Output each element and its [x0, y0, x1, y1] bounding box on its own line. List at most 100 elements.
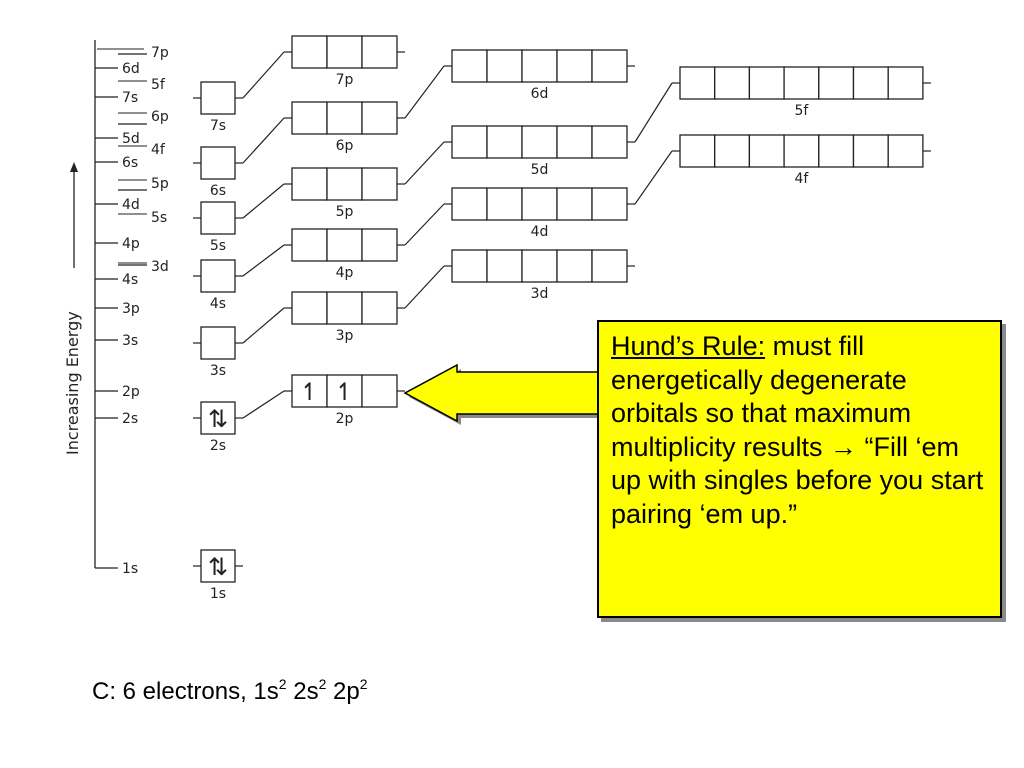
level-label: 6s [122, 155, 138, 171]
callout-body: must fill energetically degenerate orbit… [611, 331, 984, 529]
orbital-label: 7p [336, 72, 354, 88]
axis-arrow [70, 162, 78, 268]
level-2p: 2p [95, 384, 140, 400]
orbital-box [521, 187, 558, 221]
orbital-box [852, 66, 889, 100]
electron-arrows: ↿ [299, 378, 319, 406]
level-label: 5s [151, 210, 167, 226]
level-label: 4p [122, 236, 140, 252]
orbital-3d: 3d [444, 249, 635, 302]
orbital-box [291, 167, 328, 201]
orbital-label: 3p [336, 328, 354, 344]
orbital-box [679, 134, 716, 168]
level-7p: 7p [97, 45, 169, 61]
orbital-box [887, 66, 924, 100]
orbital-box [326, 35, 363, 69]
connector-4p-4d [404, 203, 445, 246]
connector-2s-2p [242, 390, 285, 419]
orbital-box [591, 249, 628, 283]
orbital-box [200, 146, 236, 180]
orbital-6s: 6s [193, 146, 243, 199]
connector-3s-3p [242, 307, 285, 344]
formula-1s-exponent: 2 [278, 676, 287, 692]
connector-5s-5p [242, 183, 285, 219]
orbital-box [291, 374, 328, 408]
orbital-label: 2s [210, 438, 226, 454]
orbital-5p: 5p [284, 167, 405, 220]
orbital-box [291, 35, 328, 69]
formula-prefix: C: 6 electrons, 1s [92, 678, 279, 705]
orbital-box [326, 291, 363, 325]
level-label: 3p [122, 301, 140, 317]
connector-6p-6d [404, 65, 445, 119]
orbital-box [714, 66, 751, 100]
orbital-boxes: 7s6s5s4s3s⇅2s⇅1s7p6p5p4p3p↿↿2p6d5d4d3d5f… [193, 35, 931, 602]
orbital-label: 6d [531, 86, 549, 102]
level-5s: 5s [118, 210, 167, 226]
orbital-4f: 4f [672, 134, 931, 187]
orbital-box [486, 249, 523, 283]
connector-5p-5d [404, 141, 445, 185]
orbital-label: 4p [336, 265, 354, 281]
orbital-box [200, 201, 236, 235]
formula-2s: 2s [286, 678, 319, 705]
orbital-box [521, 49, 558, 83]
orbital-box [451, 187, 488, 221]
orbital-box [361, 101, 398, 135]
orbital-box [486, 49, 523, 83]
orbital-box [556, 249, 593, 283]
formula-2p-exponent: 2 [359, 676, 368, 692]
connector-4d-4f [634, 150, 673, 205]
electron-arrows: ↿ [334, 378, 354, 406]
orbital-box [679, 66, 716, 100]
orbital-label: 4d [531, 224, 549, 240]
orbital-box [591, 49, 628, 83]
formula-2s-exponent: 2 [318, 676, 327, 692]
orbital-connectors [242, 51, 673, 419]
orbital-box [326, 228, 363, 262]
orbital-label: 5f [795, 103, 810, 119]
orbital-label: 5p [336, 204, 354, 220]
electron-configuration: C: 6 electrons, 1s2 2s2 2p2 [92, 676, 368, 706]
level-4f: 4f [118, 142, 166, 158]
level-7s: 7s [95, 90, 138, 106]
orbital-label: 1s [210, 586, 226, 602]
orbital-box [451, 125, 488, 159]
orbital-box [200, 401, 236, 435]
connector-3p-3d [404, 265, 445, 309]
orbital-box [818, 66, 855, 100]
level-label: 4d [122, 197, 140, 213]
level-label: 3s [122, 333, 138, 349]
level-3d: 3d [118, 259, 169, 275]
electron-arrows: ⇅ [208, 553, 228, 581]
level-2s: 2s [95, 411, 138, 427]
orbital-box [326, 101, 363, 135]
orbital-label: 6s [210, 183, 226, 199]
orbital-6d: 6d [444, 49, 635, 102]
level-label: 1s [122, 561, 138, 577]
orbital-label: 6p [336, 138, 354, 154]
orbital-box [291, 291, 328, 325]
orbital-box [748, 134, 785, 168]
orbital-box [451, 49, 488, 83]
orbital-5d: 5d [444, 125, 635, 178]
orbital-label: 4s [210, 296, 226, 312]
orbital-box [361, 374, 398, 408]
level-label: 3d [151, 259, 169, 275]
orbital-box [556, 125, 593, 159]
level-label: 5p [151, 176, 169, 192]
orbital-box [200, 259, 236, 293]
orbital-box [852, 134, 889, 168]
level-3p: 3p [95, 301, 140, 317]
orbital-label: 3d [531, 286, 549, 302]
orbital-box [361, 291, 398, 325]
level-label: 4f [151, 142, 166, 158]
orbital-box [486, 125, 523, 159]
level-6p: 6p [118, 109, 169, 125]
callout-title: Hund’s Rule: [611, 331, 766, 361]
level-label: 2p [122, 384, 140, 400]
hunds-rule-callout: Hund’s Rule: must fill energetically deg… [597, 320, 1002, 618]
orbital-box [291, 101, 328, 135]
